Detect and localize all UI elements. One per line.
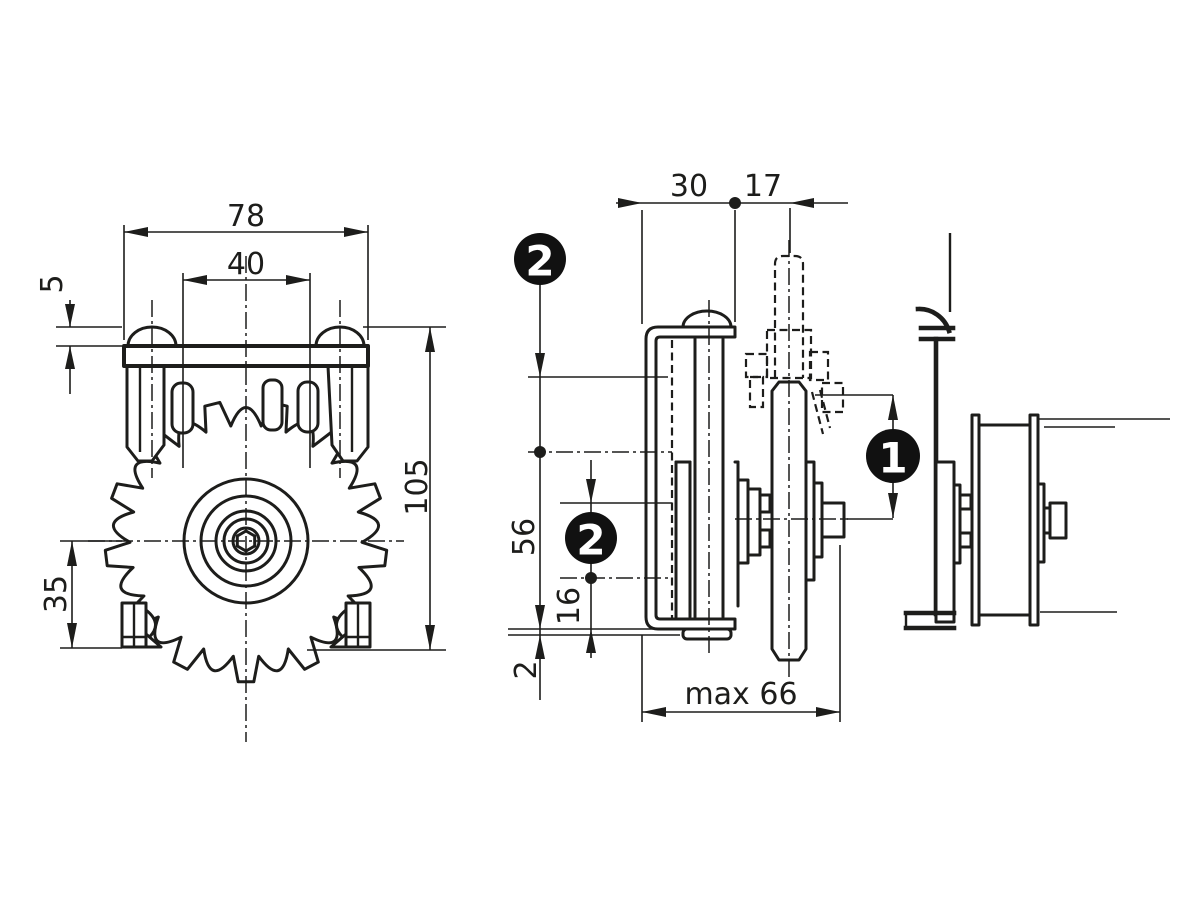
wheel-hub-tab [958, 493, 973, 511]
dim-40: 40 [227, 247, 265, 282]
front-dimensions: 78 40 5 105 35 [35, 199, 446, 651]
rivet-dome-side [681, 309, 733, 329]
hub-washer-left [746, 487, 762, 557]
hub-tab [758, 528, 772, 549]
dim-78: 78 [227, 199, 265, 234]
right-strap [326, 364, 370, 463]
wheel-drum [977, 423, 1032, 617]
callout-badge-2-top: 2 [514, 233, 566, 286]
dim-2: 2 [509, 660, 544, 679]
hub-tab [758, 493, 772, 514]
dim-35: 35 [39, 575, 74, 613]
axle-head [1048, 501, 1068, 540]
chain-roller [296, 380, 320, 434]
hanger-plate-lower [934, 460, 956, 624]
front-view [88, 256, 404, 742]
callout-badge-1: 1 [866, 429, 920, 483]
dim-56: 56 [507, 518, 542, 556]
side-dimensions: 30 17 56 2 16 max 66 [507, 169, 920, 722]
axle-end [820, 501, 846, 539]
dim-5: 5 [35, 274, 70, 293]
dim-30: 30 [670, 169, 708, 204]
chain-roller [261, 378, 284, 432]
callout-badge-2-mid: 2 [565, 512, 617, 565]
dim-17: 17 [744, 169, 782, 204]
dim-16: 16 [552, 587, 587, 625]
svg-text:2: 2 [525, 237, 554, 286]
wheel-hub-flange [952, 483, 962, 565]
dim-max-66: max 66 [684, 677, 797, 712]
svg-text:2: 2 [576, 516, 605, 565]
bracket-channel [644, 325, 737, 631]
roller-bottom-cap [681, 627, 733, 641]
left-strap [125, 364, 166, 463]
side-view [644, 240, 848, 680]
installed-view [903, 233, 1170, 631]
svg-text:1: 1 [878, 434, 907, 483]
dim-105: 105 [400, 458, 435, 515]
wheel-hub-tab [958, 531, 973, 549]
